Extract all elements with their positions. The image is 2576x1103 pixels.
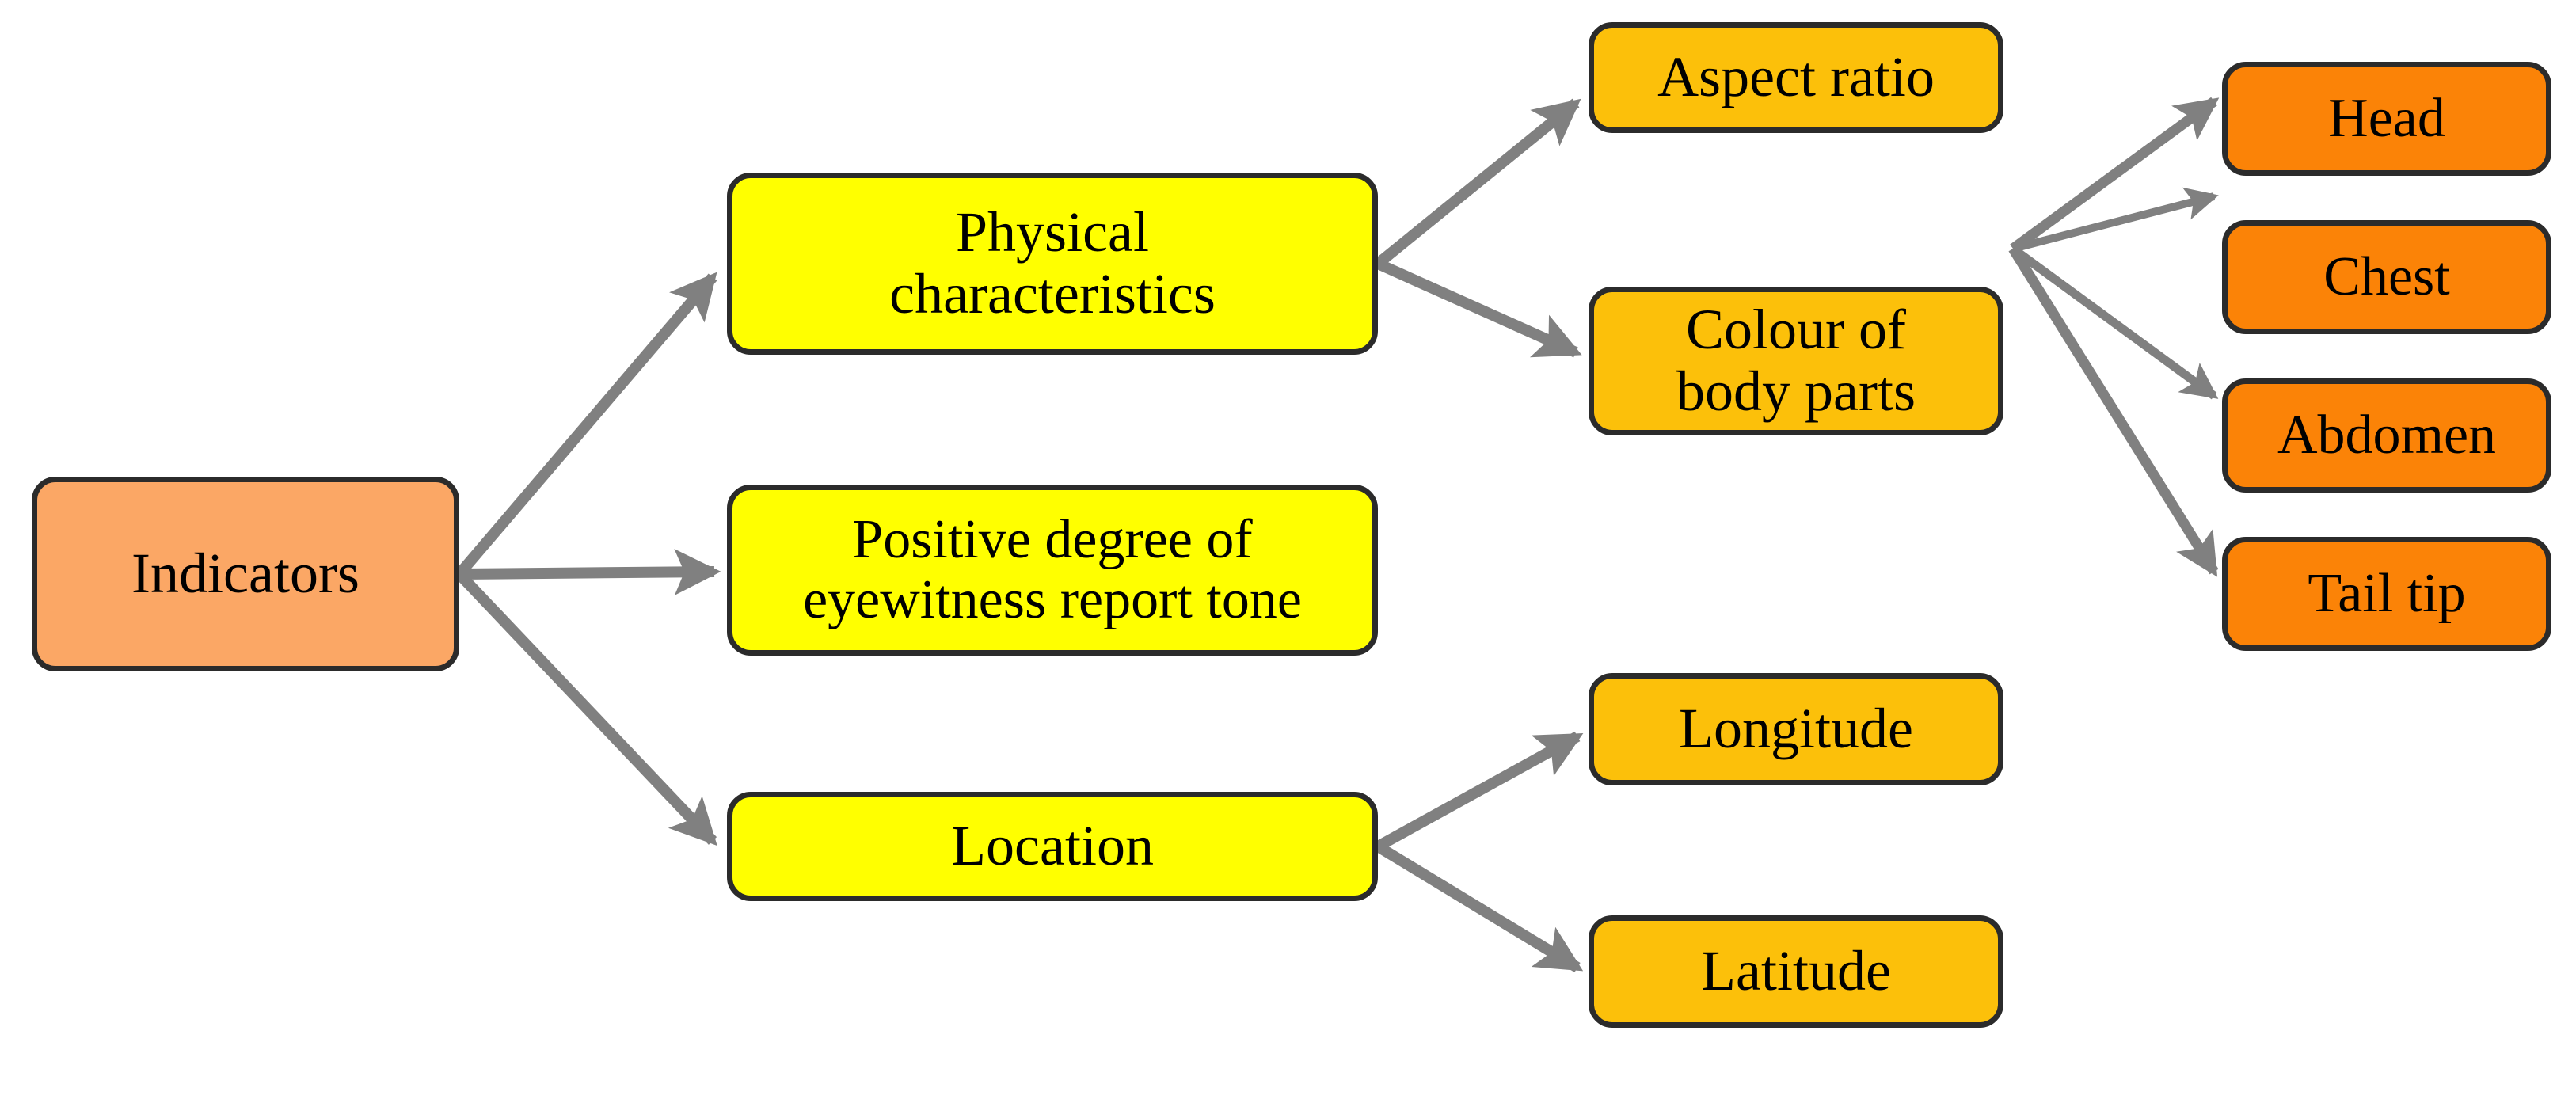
edge-indicators-to-physical (455, 272, 717, 578)
edge-colour-to-chest (2011, 187, 2219, 253)
node-eyewitness-report-tone[interactable]: Positive degree of eyewitness report ton… (727, 485, 1378, 656)
node-chest[interactable]: Chest (2222, 220, 2551, 334)
node-aspect-ratio[interactable]: Aspect ratio (1589, 22, 2003, 133)
edge-colour-to-tail-tip (2008, 245, 2219, 577)
node-physical-characteristics[interactable]: Physical characteristics (727, 173, 1378, 355)
node-abdomen[interactable]: Abdomen (2222, 378, 2551, 493)
node-colour-of-body-parts[interactable]: Colour of body parts (1589, 287, 2003, 435)
edge-colour-to-abdomen (2010, 245, 2219, 400)
edge-physical-to-colour (1376, 258, 1582, 358)
node-indicators[interactable]: Indicators (32, 477, 459, 671)
node-location[interactable]: Location (727, 792, 1378, 901)
node-longitude[interactable]: Longitude (1589, 673, 2003, 785)
node-tail-tip[interactable]: Tail tip (2222, 537, 2551, 651)
edge-indicators-to-eyewitness (459, 549, 721, 595)
edge-indicators-to-location (455, 570, 717, 846)
edge-location-to-longitude (1375, 731, 1584, 852)
edge-physical-to-aspect-ratio (1374, 98, 1581, 268)
edge-colour-to-head (2010, 97, 2220, 253)
node-head[interactable]: Head (2222, 62, 2551, 176)
edge-location-to-latitude (1375, 842, 1584, 972)
node-latitude[interactable]: Latitude (1589, 915, 2003, 1028)
